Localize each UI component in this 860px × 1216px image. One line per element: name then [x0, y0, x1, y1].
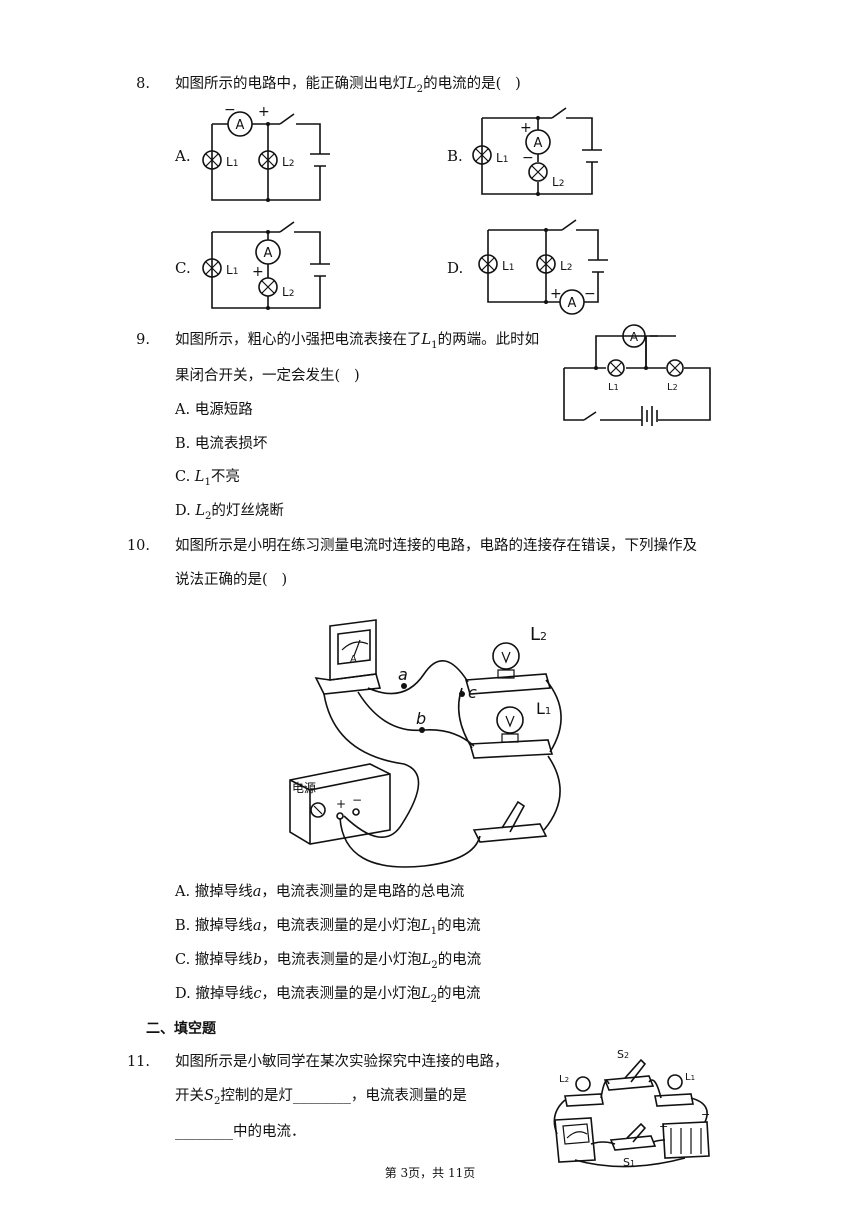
q11-stem-line3: ________中的电流．: [175, 1124, 306, 1140]
svg-text:L2: L2: [559, 1074, 569, 1085]
q8-stem-var: L: [407, 76, 417, 92]
svg-text:L1: L1: [502, 259, 514, 273]
q9-option-b[interactable]: B. 电流表损坏: [175, 436, 268, 452]
lamp-l2-board-icon: [464, 642, 552, 695]
q8-circuit-d: A + − L1 L2: [478, 219, 608, 315]
svg-text:A: A: [534, 136, 543, 151]
q8-circuit-b: A + − L1 L2: [472, 107, 602, 196]
q11-circuit-figure: S2 L2 L1 S1 + −: [553, 1048, 710, 1169]
svg-text:+: +: [550, 286, 562, 302]
q9-option-d[interactable]: D. L2的灯丝烧断: [175, 503, 284, 522]
svg-text:L2: L2: [667, 382, 678, 393]
q9-number: 9.: [136, 332, 150, 348]
page-footer: 第 3页，共 11页: [384, 1166, 476, 1180]
q8-option-b-label[interactable]: B.: [447, 147, 463, 165]
svg-text:L1: L1: [226, 155, 238, 169]
svg-text:L2: L2: [282, 285, 294, 299]
switch-icon: [472, 800, 548, 843]
svg-text:A: A: [630, 330, 639, 344]
lamp-l1-icon: [654, 1074, 694, 1107]
q9-stem-line2: 果闭合开关，一定会发生( ): [175, 368, 360, 384]
q10-option-d[interactable]: D. 撤掉导线c，电流表测量的是小灯泡L2的电流: [175, 986, 481, 1005]
svg-text:A: A: [568, 296, 577, 311]
q9-option-a[interactable]: A. 电源短路: [175, 402, 253, 418]
q11-number: 11.: [126, 1054, 150, 1070]
power-source-icon: [289, 763, 391, 845]
q8-stem-text: 如图所示的电路中，能正确测出电灯: [175, 76, 407, 92]
svg-text:L1: L1: [536, 699, 551, 718]
q8-circuit-c: A + L1 L2: [202, 221, 330, 310]
svg-text:−: −: [701, 1108, 710, 1121]
switch-s1-icon: [609, 1122, 657, 1151]
q10-option-c[interactable]: C. 撤掉导线b，电流表测量的是小灯泡L2的电流: [175, 952, 482, 971]
q11-stem-line2: 开关S2控制的是灯________，电流表测量的是: [175, 1088, 467, 1107]
minus-sign: −: [224, 102, 236, 118]
svg-text:a: a: [398, 665, 408, 684]
q8-circuit-a: A − + L1 L2: [202, 102, 330, 202]
q8-option-a-label[interactable]: A.: [175, 147, 191, 165]
svg-text:L2: L2: [560, 259, 572, 273]
svg-text:L1: L1: [685, 1072, 695, 1083]
q10-circuit-figure: A L2 L1 电源 + − a b c: [289, 619, 562, 868]
q9-stem-line1: 如图所示，粗心的小强把电流表接在了L1的两端。此时如: [175, 332, 540, 351]
svg-text:−: −: [584, 286, 596, 302]
q8-option-d-label[interactable]: D.: [447, 259, 464, 277]
lamp-l2-icon: [564, 1076, 604, 1107]
q10-number: 10.: [126, 538, 150, 554]
battery-pack-icon: [662, 1121, 710, 1159]
q10-stem-line2: 说法正确的是( ): [175, 572, 288, 588]
switch-s2-icon: [603, 1058, 655, 1091]
battery-icon: [310, 153, 330, 167]
svg-text:+: +: [336, 797, 346, 811]
svg-text:电源: 电源: [292, 781, 316, 795]
svg-text:L1: L1: [496, 151, 508, 165]
q9-circuit: A L1 L2: [563, 324, 711, 426]
ammeter-a-label: A: [236, 118, 245, 133]
svg-text:A: A: [350, 654, 357, 665]
svg-text:+: +: [659, 1120, 668, 1133]
svg-text:−: −: [352, 793, 362, 807]
q8-option-c-label[interactable]: C.: [175, 259, 191, 277]
q8-stem-sub: 2: [416, 83, 424, 95]
q10-option-a[interactable]: A. 撤掉导线a，电流表测量的是电路的总电流: [175, 884, 465, 900]
svg-text:−: −: [522, 150, 534, 166]
lamp-l2-icon: [258, 150, 278, 170]
lamp-l1-board-icon: [468, 706, 554, 759]
svg-text:L1: L1: [226, 263, 238, 277]
q10-option-b[interactable]: B. 撤掉导线a，电流表测量的是小灯泡L1的电流: [175, 918, 481, 937]
ammeter-device-icon: A: [314, 619, 382, 695]
plus-sign: +: [258, 104, 270, 120]
svg-text:c: c: [468, 683, 477, 702]
svg-text:L2: L2: [530, 624, 547, 645]
q11-stem-line1: 如图所示是小敏同学在某次实验探究中连接的电路，: [175, 1054, 509, 1070]
q8-stem-text-b: 的电流的是(: [423, 76, 502, 92]
q8-stem-close: ): [515, 76, 521, 92]
svg-text:S2: S2: [617, 1048, 629, 1061]
svg-text:+: +: [252, 264, 264, 280]
svg-text:L1: L1: [608, 382, 619, 393]
q10-stem-line1: 如图所示是小明在练习测量电流时连接的电路，电路的连接存在错误，下列操作及: [175, 538, 697, 554]
section-title-fill-in: 二、填空题: [146, 1021, 216, 1037]
svg-text:L2: L2: [282, 155, 294, 169]
svg-text:+: +: [520, 120, 532, 136]
q8-number: 8.: [136, 76, 150, 92]
svg-text:A: A: [264, 246, 273, 261]
svg-text:b: b: [416, 709, 426, 728]
svg-text:L2: L2: [552, 175, 564, 189]
q8-stem: 如图所示的电路中，能正确测出电灯L2的电流的是( ): [175, 74, 521, 100]
ammeter-device-icon: [554, 1117, 596, 1163]
svg-text:S1: S1: [623, 1156, 635, 1169]
lamp-l1-icon: [202, 150, 222, 170]
q9-option-c[interactable]: C. L1不亮: [175, 469, 240, 488]
